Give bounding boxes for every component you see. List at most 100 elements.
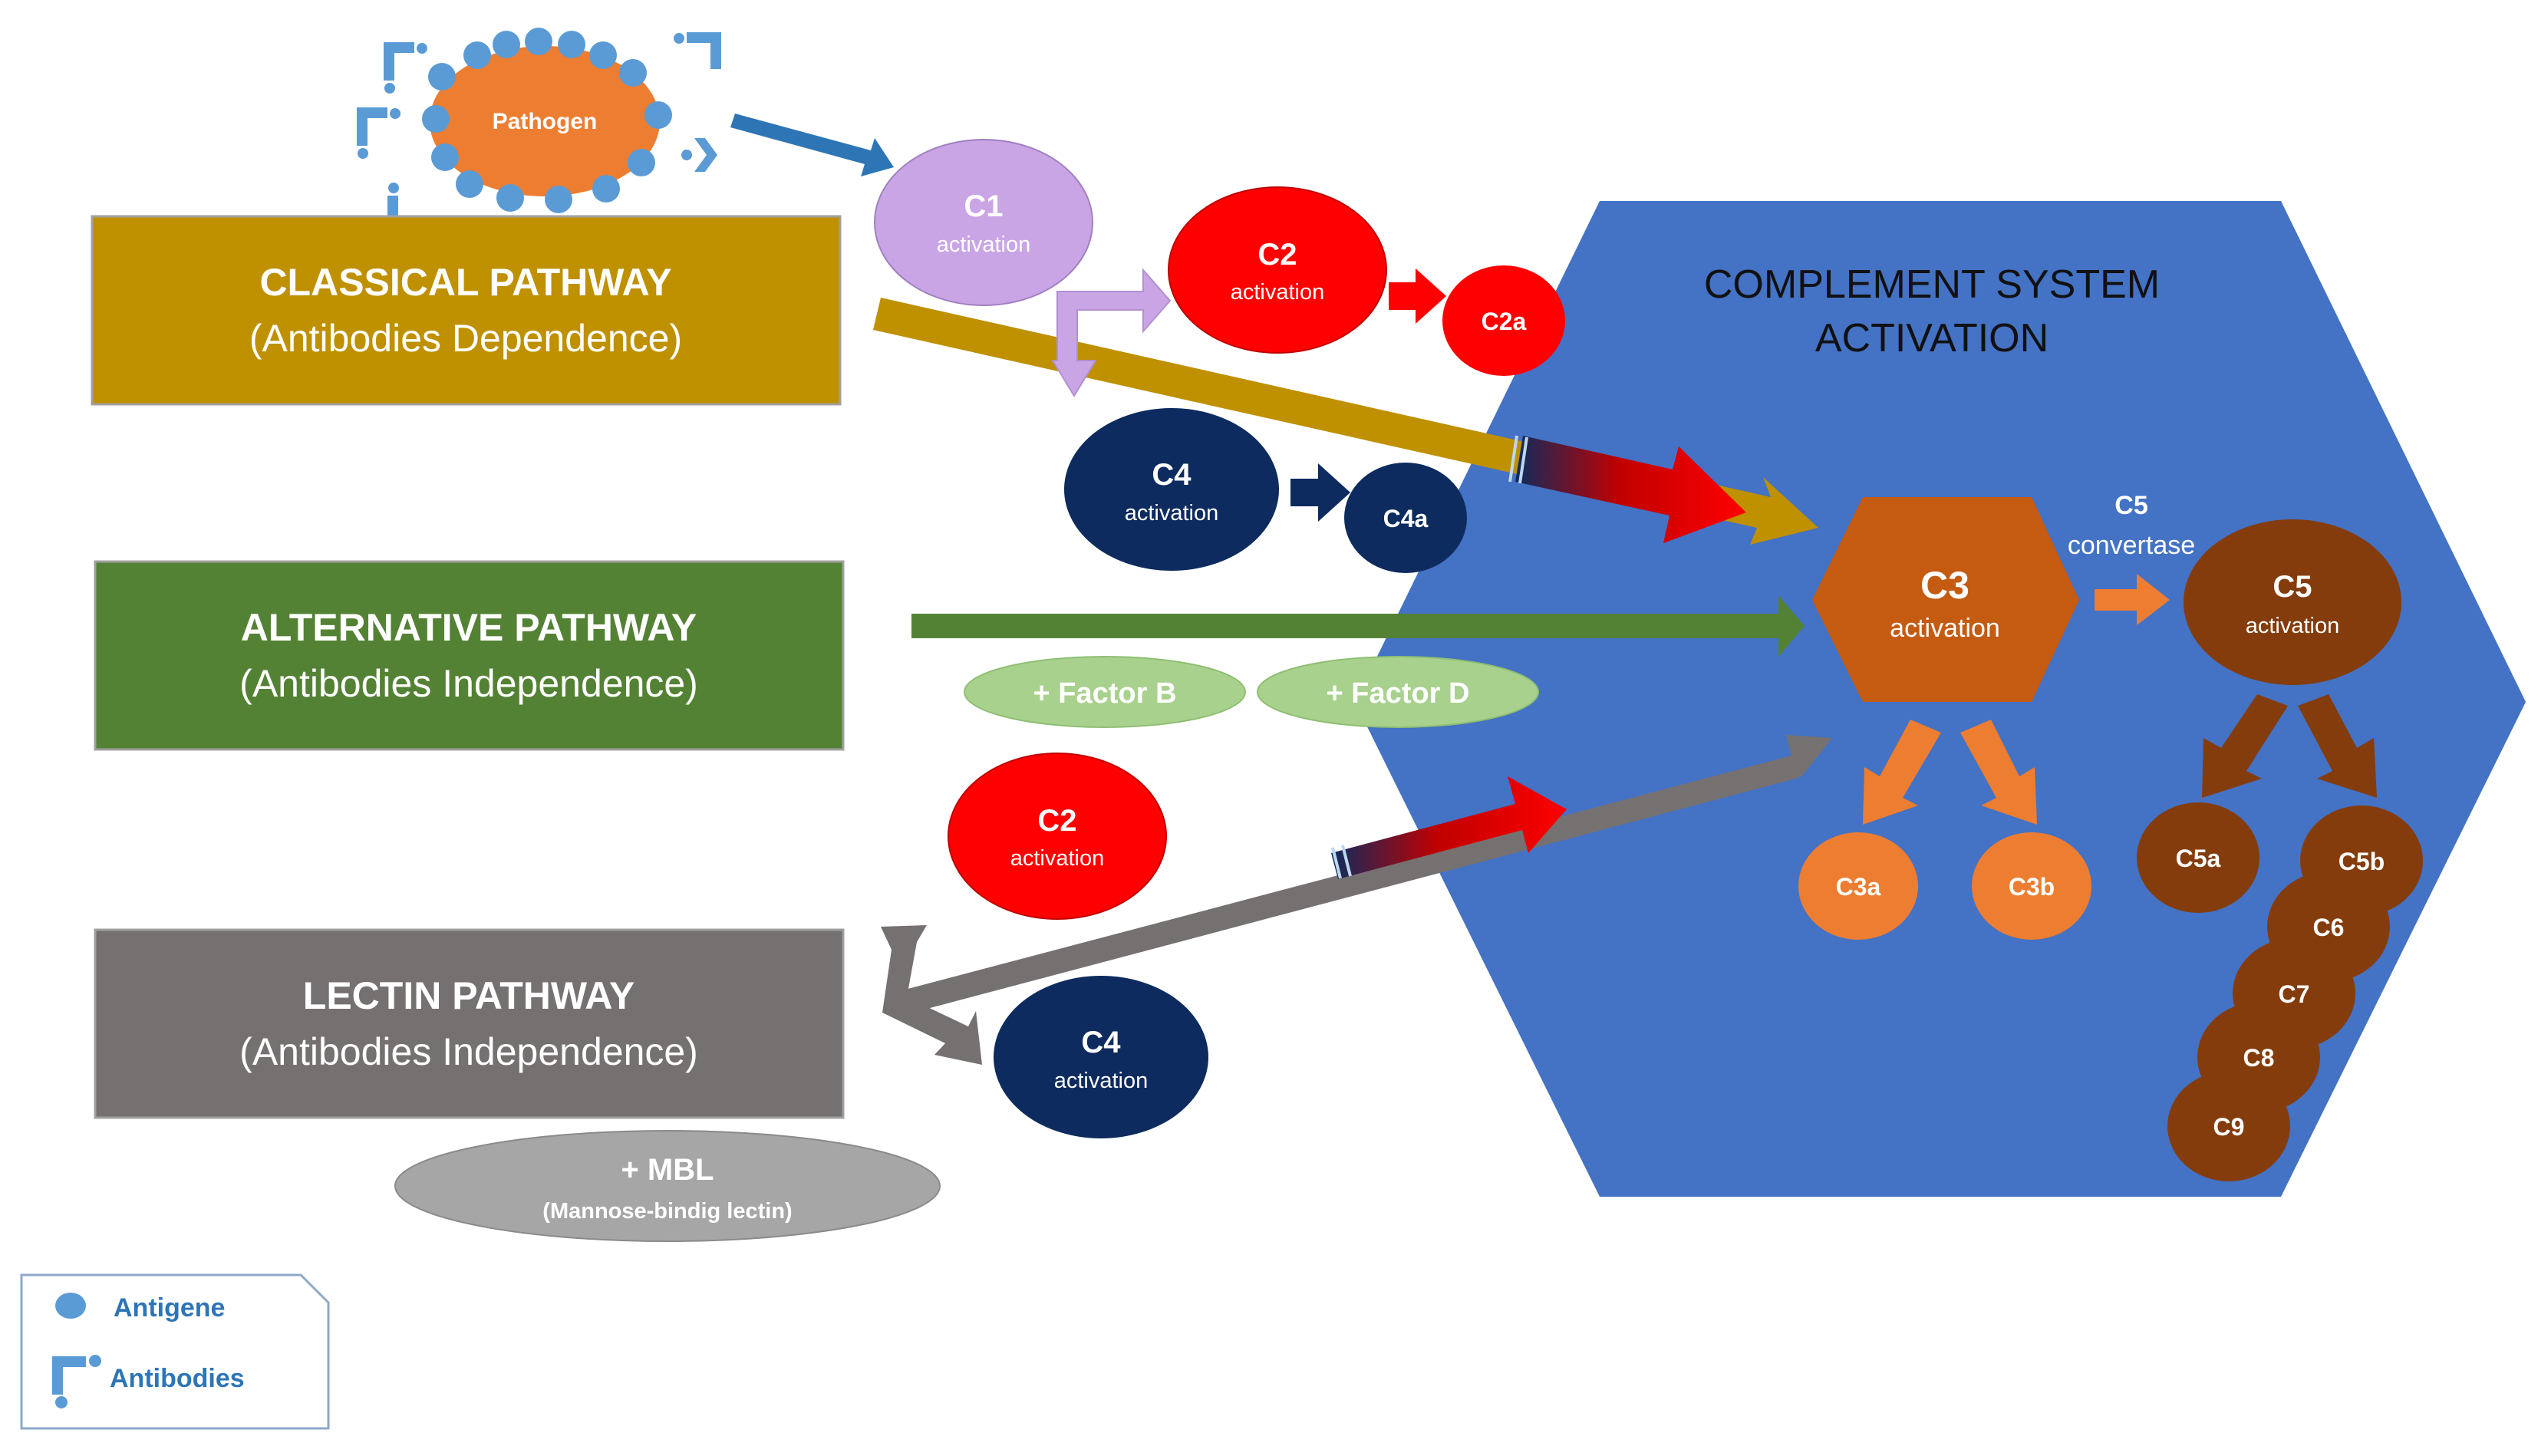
c3-sub: activation — [1890, 614, 2000, 643]
alternative-pathway-title: ALTERNATIVE PATHWAY — [241, 606, 697, 649]
factor-b-label: + Factor B — [1033, 677, 1177, 710]
factor-d-label: + Factor D — [1327, 677, 1470, 710]
c4-classical-name: C4 — [1152, 458, 1192, 492]
antigen-dot-icon — [431, 143, 459, 171]
c4-to-c4a-arrow — [1290, 463, 1350, 522]
antigen-dot-icon — [592, 175, 620, 203]
alternative-pathway-subtitle: (Antibodies Independence) — [239, 662, 698, 705]
system-title-line2: ACTIVATION — [1815, 316, 2049, 361]
c4-lectin-name: C4 — [1081, 1026, 1121, 1059]
c4-classical-node: C4 activation — [1064, 408, 1279, 571]
antigen-dot-icon — [496, 184, 524, 212]
c4-lectin-node: C4 activation — [994, 976, 1208, 1138]
c3-to-c5-arrow — [2095, 574, 2170, 625]
antibody-icon — [384, 42, 427, 94]
c5a-node: C5a — [2137, 802, 2259, 913]
c4a-name: C4a — [1383, 505, 1429, 532]
antibody-icon — [681, 138, 717, 172]
lectin-pathway-arrow — [899, 735, 1832, 1014]
c3-node: C3 activation — [1812, 497, 2079, 702]
c1-split-arrow — [1051, 268, 1172, 397]
c2-classical-sub: activation — [1231, 280, 1325, 305]
classical-pathway-subtitle: (Antibodies Dependence) — [249, 317, 682, 360]
alternative-pathway-arrow — [911, 595, 1805, 657]
classical-pathway-title: CLASSICAL PATHWAY — [259, 261, 671, 304]
c3a-node: C3a — [1798, 832, 1918, 940]
factor-d-ellipse: + Factor D — [1257, 656, 1539, 728]
c4-classical-sub: activation — [1125, 501, 1219, 525]
arrow-marker-line — [1341, 845, 1352, 877]
c3b-name: C3b — [2009, 873, 2055, 901]
antigen-dot-icon — [644, 101, 672, 129]
antigen-dot-icon — [545, 186, 572, 213]
antigen-dot-icon — [422, 105, 450, 133]
antigen-dot-icon — [525, 28, 552, 55]
pathogen-body — [430, 46, 660, 196]
c5-convertase-line1: C5 — [2114, 491, 2147, 520]
antigen-dot-icon — [619, 59, 647, 87]
c1-sub: activation — [937, 232, 1031, 257]
antigen-dot-icon — [558, 31, 585, 58]
c5-node: C5 activation — [2184, 519, 2401, 685]
mbl-ellipse: + MBL (Mannose-bindig lectin) — [394, 1130, 941, 1242]
c3b-node: C3b — [1972, 832, 2091, 940]
mbl-label: + MBL — [621, 1153, 714, 1187]
c1-node: C1 activation — [874, 139, 1093, 306]
antigen-dots — [422, 28, 672, 213]
system-title-line1: COMPLEMENT SYSTEM — [1704, 262, 2160, 307]
c2-lectin-sub: activation — [1010, 846, 1105, 871]
c5-convertase-line2: convertase — [2068, 531, 2195, 560]
c5-name: C5 — [2273, 570, 2312, 604]
lectin-pathway-box: LECTIN PATHWAY (Antibodies Independence) — [94, 928, 845, 1119]
legend-antibodies-label: Antibodies — [110, 1364, 245, 1393]
c3-to-c3b-arrow — [1960, 720, 2037, 825]
c9-name: C9 — [2213, 1113, 2245, 1141]
antigen-dot-icon — [493, 31, 520, 58]
legend-antigene-label: Antigene — [114, 1293, 225, 1323]
c5a-name: C5a — [2176, 845, 2221, 872]
classical-pathway-box: CLASSICAL PATHWAY (Antibodies Dependence… — [91, 215, 842, 406]
c5-to-c5a-arrow — [2202, 694, 2288, 798]
antibody-icon — [357, 107, 400, 159]
factor-b-ellipse: + Factor B — [964, 656, 1246, 728]
c3-name: C3 — [1920, 564, 1969, 607]
antigene-icon — [55, 1293, 86, 1319]
lectin-pathway-title: LECTIN PATHWAY — [303, 974, 634, 1017]
c4a-node: C4a — [1344, 463, 1467, 573]
c1-name: C1 — [964, 189, 1003, 223]
c5-sub: activation — [2246, 614, 2340, 638]
c8-name: C8 — [2243, 1044, 2275, 1072]
c9-node: C9 — [2167, 1071, 2290, 1181]
alternative-pathway-box: ALTERNATIVE PATHWAY (Antibodies Independ… — [94, 560, 845, 751]
pathogen: Pathogen — [357, 28, 721, 234]
c2-classical-name: C2 — [1257, 238, 1297, 272]
c5-to-c5b-arrow — [2298, 694, 2377, 798]
antigen-dot-icon — [589, 41, 617, 69]
c5b-name: C5b — [2339, 848, 2385, 875]
mbl-sub: (Mannose-bindig lectin) — [542, 1199, 792, 1224]
lectin-pathway-subtitle: (Antibodies Independence) — [239, 1030, 698, 1073]
antigen-dot-icon — [463, 41, 491, 69]
c6-name: C6 — [2313, 914, 2345, 941]
c2-lectin-node: C2 activation — [948, 753, 1167, 920]
lectin-activation-arrow — [1331, 776, 1567, 879]
c2a-name: C2a — [1482, 308, 1527, 335]
legend-box — [20, 1273, 330, 1430]
c7-name: C7 — [2279, 980, 2310, 1008]
antigen-dot-icon — [628, 149, 655, 176]
c2-to-c2a-arrow — [1389, 268, 1446, 324]
pathogen-label: Pathogen — [493, 109, 598, 134]
legend: Antigene Antibodies — [20, 1273, 330, 1430]
antigen-dot-icon — [428, 63, 456, 91]
c2-lectin-name: C2 — [1037, 804, 1076, 838]
arrow-marker-line — [1331, 847, 1342, 879]
antibody-icon — [674, 32, 721, 69]
c3a-name: C3a — [1836, 873, 1881, 901]
pathogen-to-c1-arrow — [730, 114, 894, 176]
classical-activation-arrow — [1515, 436, 1746, 543]
antibodies-icon — [52, 1355, 101, 1408]
lectin-split-arrow — [881, 925, 982, 1065]
c2a-node: C2a — [1442, 265, 1565, 376]
arrow-marker-line — [1518, 436, 1528, 484]
arrow-marker-line — [1508, 435, 1518, 483]
